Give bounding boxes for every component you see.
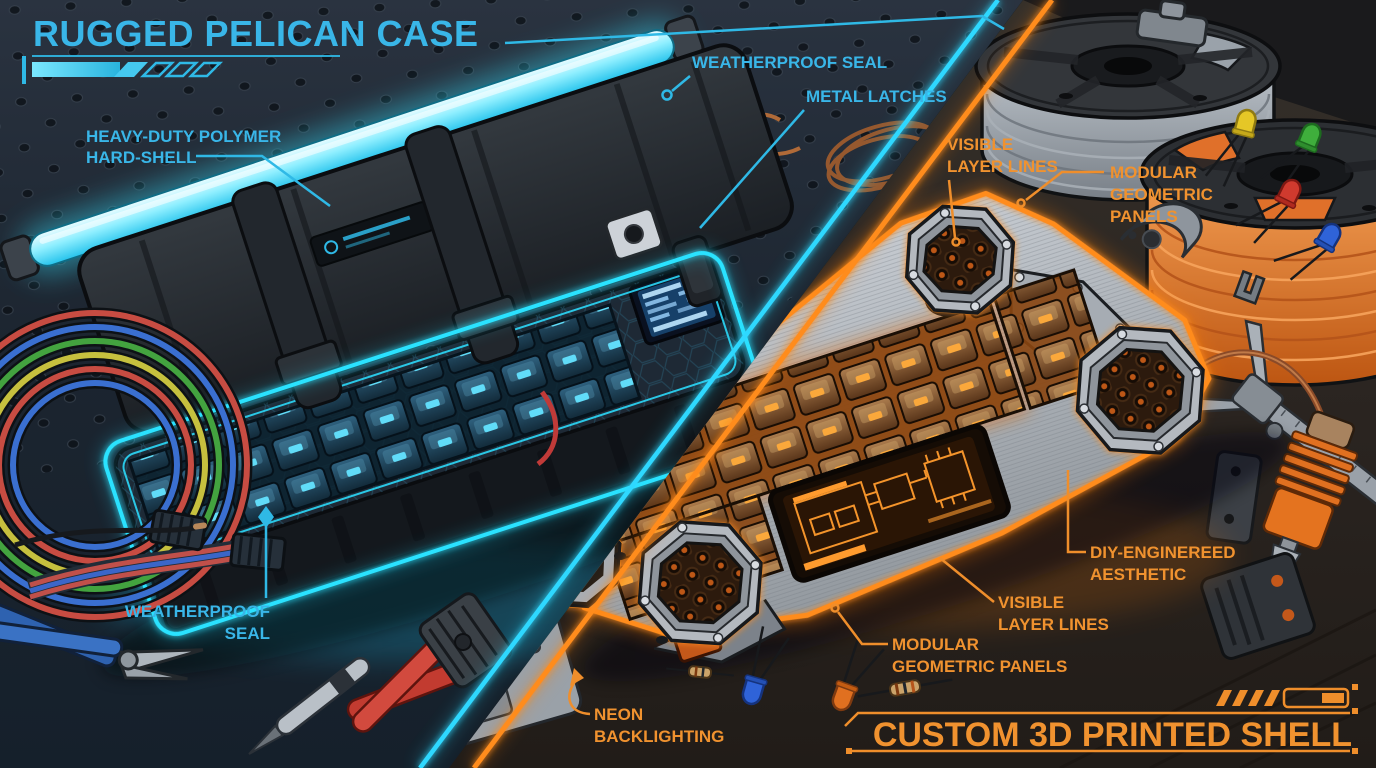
callout-diy-aesthetic: DIY-ENGINEREED AESTHETIC xyxy=(1066,470,1235,584)
right-scene xyxy=(449,0,1376,768)
callout-weatherproof-seal-top: WEATHERPROOF SEAL xyxy=(661,53,887,101)
screw xyxy=(614,552,626,560)
cyan-trim xyxy=(122,270,737,558)
split-line-cyan xyxy=(418,0,1000,768)
svg-text:LAYER LINES: LAYER LINES xyxy=(998,615,1109,634)
svg-text:GEOMETRIC PANELS: GEOMETRIC PANELS xyxy=(892,657,1067,676)
svg-text:WEATHERPROOF SEAL: WEATHERPROOF SEAL xyxy=(692,53,887,72)
svg-text:VISIBLE: VISIBLE xyxy=(998,593,1064,612)
split-line-orange xyxy=(472,0,1054,768)
wire-tip xyxy=(193,522,207,530)
printed-part-cam xyxy=(1119,202,1203,259)
left-annotations: RUGGED PELICAN CASE WEATHERPROOF SEAL ME… xyxy=(22,13,1005,643)
left-title-hud xyxy=(22,55,340,84)
svg-text:METAL LATCHES: METAL LATCHES xyxy=(806,87,947,106)
left-scene xyxy=(0,0,1023,768)
hex-pod-top xyxy=(904,204,1016,315)
red-wire xyxy=(536,390,559,467)
right-title: CUSTOM 3D PRINTED SHELL xyxy=(873,716,1352,754)
callout-weatherproof-seal-bottom: WEATHERPROOF SEAL xyxy=(125,506,274,643)
led-yellow xyxy=(1204,108,1257,187)
callout-modular-panels-bottom: MODULAR GEOMETRIC PANELS xyxy=(830,603,1067,676)
svg-text:VISIBLE: VISIBLE xyxy=(947,135,1013,154)
svg-text:NEON: NEON xyxy=(594,705,643,724)
callout-neon-backlighting: NEON BACKLIGHTING xyxy=(568,668,724,746)
right-annotations: CUSTOM 3D PRINTED SHELL VISIBLE LAYER LI… xyxy=(568,135,1358,754)
split-border xyxy=(415,0,1058,768)
soldering-iron xyxy=(248,656,371,755)
svg-text:MODULAR: MODULAR xyxy=(892,635,979,654)
svg-text:WEATHERPROOF: WEATHERPROOF xyxy=(125,602,270,621)
keyboard-keys-left xyxy=(127,303,642,557)
ribbon-cable xyxy=(26,508,287,601)
callout-metal-latches: METAL LATCHES xyxy=(699,87,947,229)
callout-layer-lines-top: VISIBLE LAYER LINES xyxy=(947,135,1058,247)
svg-text:AESTHETIC: AESTHETIC xyxy=(1090,565,1186,584)
svg-text:GEOMETRIC: GEOMETRIC xyxy=(1110,185,1213,204)
svg-text:LAYER LINES: LAYER LINES xyxy=(947,157,1058,176)
led-blue-bottom xyxy=(741,626,790,706)
black-wire xyxy=(14,525,196,548)
resistor-small xyxy=(666,665,734,679)
callout-layer-lines-mid: VISIBLE LAYER LINES xyxy=(939,557,1109,634)
callout-hard-shell: HEAVY-DUTY POLYMER HARD-SHELL xyxy=(86,127,331,208)
svg-text:BACKLIGHTING: BACKLIGHTING xyxy=(594,727,724,746)
svg-text:SEAL: SEAL xyxy=(225,624,270,643)
hex-pod-right xyxy=(1075,325,1206,456)
left-title: RUGGED PELICAN CASE xyxy=(33,13,479,54)
pliers-blue xyxy=(0,601,204,681)
led-tube-light xyxy=(0,14,705,282)
led-orange-bottom xyxy=(831,635,885,712)
screw xyxy=(656,636,668,644)
svg-text:PANELS: PANELS xyxy=(1110,207,1178,226)
resistor xyxy=(857,678,953,698)
svg-text:HARD-SHELL: HARD-SHELL xyxy=(86,148,197,167)
printed-part-clip xyxy=(1232,269,1266,305)
handle-straps xyxy=(231,125,520,410)
led-green xyxy=(1260,122,1322,195)
servo-block xyxy=(1200,552,1316,660)
lcd-screen-right xyxy=(768,424,1011,583)
led-red xyxy=(1235,178,1302,244)
svg-text:MODULAR: MODULAR xyxy=(1110,163,1197,182)
right-title-hud xyxy=(844,684,1358,754)
hud-top-line xyxy=(504,14,1005,45)
led-blue xyxy=(1273,222,1342,281)
printed-part-bracket xyxy=(1135,0,1209,48)
hex-pod-bottom-left xyxy=(637,519,787,664)
svg-text:DIY-ENGINEREED: DIY-ENGINEREED xyxy=(1090,543,1235,562)
printed-shell-keyboard xyxy=(522,183,1288,682)
callout-modular-panels-top: MODULAR GEOMETRIC PANELS xyxy=(1016,163,1213,226)
svg-text:HEAVY-DUTY POLYMER: HEAVY-DUTY POLYMER xyxy=(86,127,281,146)
